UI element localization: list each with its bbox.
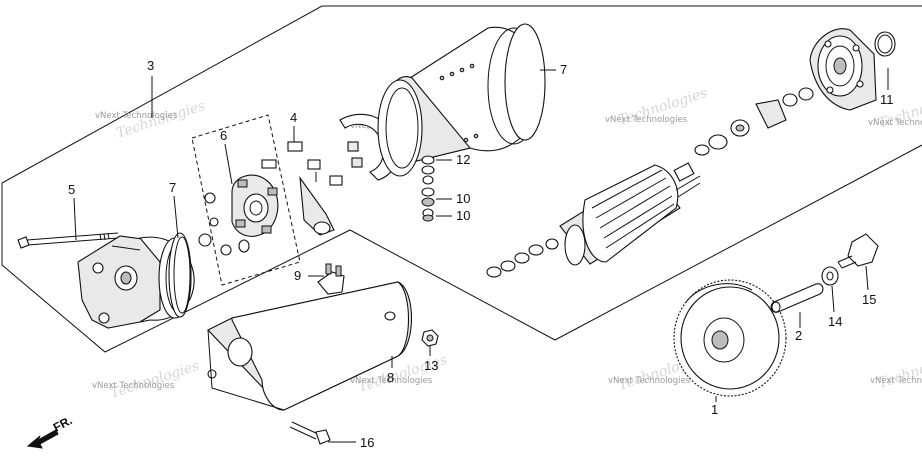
callout-14: 14 [828,314,842,329]
o-ring-part [168,232,192,318]
callout-15: 15 [862,292,876,307]
watermark-text: vNext Technologies [608,376,691,386]
brush-set-part [287,141,343,236]
watermark-text: vNext Technologies [95,111,178,121]
leader-lines [73,68,889,443]
watermark-text-ghost: Technologies [108,358,201,402]
gear-bolt-part [837,233,879,269]
assembly-outline [1,5,922,353]
terminal-nuts-washers-part [421,155,435,222]
callout-1: 1 [711,402,718,417]
callout-4: 4 [290,110,297,125]
watermark-text: vNext Technologies [870,376,922,386]
front-direction-indicator: FR. [26,413,74,449]
callout-10-upper: 10 [456,191,470,206]
callout-7-right: 7 [560,62,567,77]
callout-10-lower: 10 [456,208,470,223]
reduction-gear-part [673,279,787,397]
callout-labels: 3 5 6 7 4 7 12 10 10 11 9 8 13 16 1 2 14… [68,58,894,450]
terminal-bracket-part [317,263,345,295]
callout-7-left: 7 [169,180,176,195]
callout-2: 2 [795,328,802,343]
flange-bolt-part [289,421,331,445]
shaft-washer-part [821,266,839,286]
callout-8: 8 [387,370,394,385]
armature-washers-left-part [486,238,559,278]
watermark-text: vNext Technologies [868,118,922,128]
starter-cover-part [207,281,413,411]
brush-holder-part [191,114,301,286]
callout-9: 9 [294,268,301,283]
watermark-text: vNext Technologies [92,381,175,391]
front-cover-part [809,28,896,111]
nut-part [421,329,439,347]
callout-3: 3 [147,58,154,73]
callout-5: 5 [68,182,75,197]
callout-16: 16 [360,435,374,450]
callout-13: 13 [424,358,438,373]
armature-part [559,162,701,266]
through-bolt-part [17,232,119,249]
callout-11: 11 [880,92,894,107]
yoke-case-part [377,23,546,177]
callout-6: 6 [220,128,227,143]
front-arrow-icon [26,429,59,449]
armature-washers-right-part [694,87,814,156]
watermark-text: vNext Technologies [605,115,688,125]
watermark-text: vNext Technologies [350,376,433,386]
gear-shaft-part [770,283,824,313]
callout-12: 12 [456,152,470,167]
